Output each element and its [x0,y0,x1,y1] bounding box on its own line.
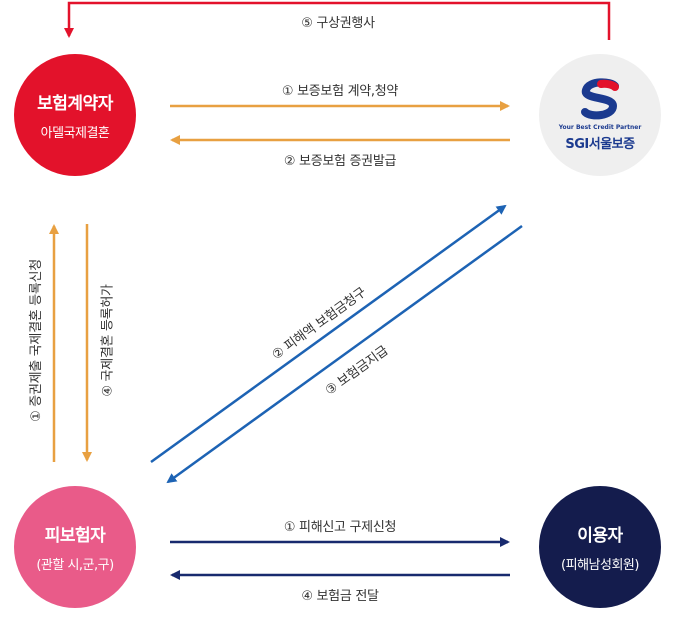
contractor-subtitle: 아델국제결혼 [40,126,110,141]
sgi-node: Your Best Credit Partner SGI서울보증 [539,54,661,176]
register-apply-label: ① 증권제출 국제결혼 등록신청 [28,258,44,422]
subrogation-arrow [64,1,611,40]
sgi-logo-icon [581,78,619,120]
issue-label: ② 보증보험 증권발급 [283,154,397,169]
user-subtitle: (피해남성회원) [561,558,639,573]
claim-arrow [150,204,507,464]
payment-arrow [166,224,523,484]
contract-label: ① 보증보험 계약,청약 [281,84,399,99]
insured-subtitle: (관할 시,군,구) [36,558,114,573]
deliver-label: ④ 보험금 전달 [301,589,379,604]
register-permit-label: ④ 국제결혼 등록허가 [100,283,116,397]
sgi-tagline: Your Best Credit Partner [558,124,642,131]
user-node: 이용자 (피해남성회원) [539,486,661,608]
subrogation-label: ⑤ 구상권행사 [301,16,375,31]
sgi-name: SGI서울보증 [565,137,635,152]
report-label: ① 피해신고 구제신청 [283,520,397,535]
contractor-title: 보험계약자 [37,94,113,114]
user-title: 이용자 [577,526,623,546]
contractor-node: 보험계약자 아델국제결혼 [14,54,136,176]
insured-title: 피보험자 [44,526,106,546]
insured-node: 피보험자 (관할 시,군,구) [14,486,136,608]
